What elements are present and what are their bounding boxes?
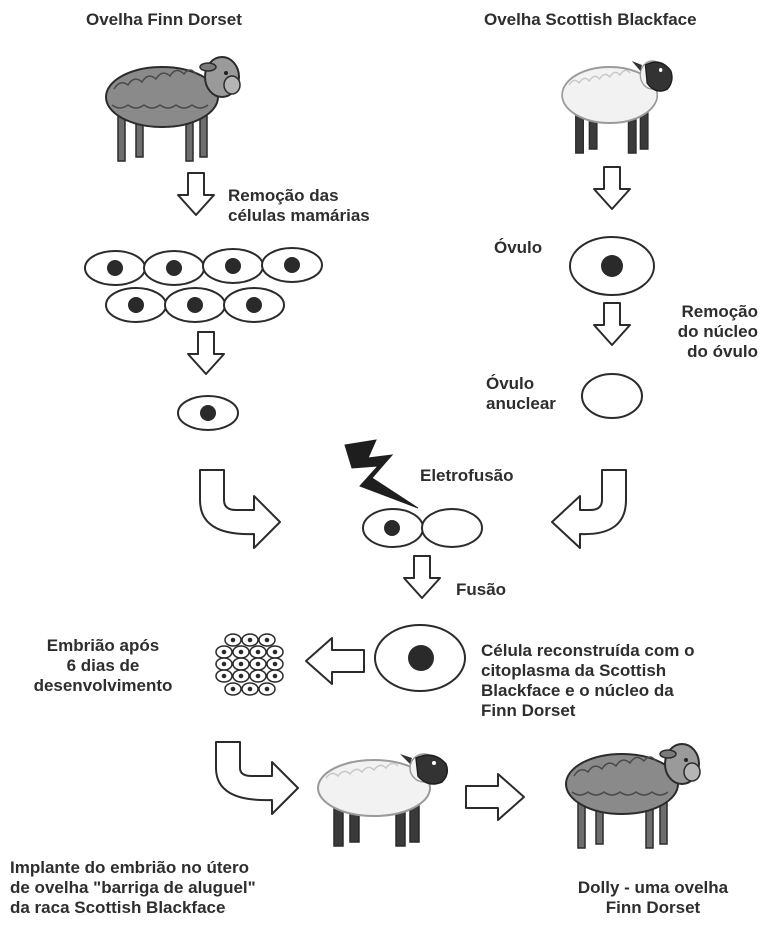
arrow-down-fusion (403, 555, 441, 599)
single-mammary-cell (177, 395, 239, 431)
mammary-cells-cluster (84, 247, 323, 323)
scottish-blackface-sheep-label: Ovelha Scottish Blackface (484, 10, 697, 29)
enucleated-ovum-label: Óvulo anuclear (486, 374, 556, 413)
curved-arrow-left (199, 469, 281, 549)
arrow-down-left-2 (187, 331, 225, 375)
enucleated-ovum-cell (581, 373, 643, 419)
reconstructed-cell (374, 624, 466, 692)
fusion-label: Fusão (456, 580, 507, 599)
arrow-right-dolly (465, 773, 525, 821)
dolly-label: Dolly - uma ovelha Finn Dorset (577, 878, 729, 917)
embryo-cells (215, 633, 284, 696)
arrow-down-right-1 (593, 166, 631, 210)
embryo-label: Embrião após 6 dias de desenvolvimento (33, 636, 173, 695)
nucleus-removal-label: Remoção do núcleo do óvulo (677, 302, 758, 361)
arrow-down-right-2 (593, 302, 631, 346)
ovum-cell (569, 236, 655, 296)
dolly-sheep-image (565, 743, 701, 849)
finn-dorset-sheep-image (105, 56, 241, 162)
curved-arrow-right (551, 469, 627, 549)
reconstructed-cell-label: Célula reconstruída com o citoplasma da … (481, 641, 695, 720)
fusing-cells (362, 508, 483, 548)
lightning-bolt-icon (344, 439, 419, 509)
arrow-down-left-1 (177, 172, 215, 216)
ovum-label: Óvulo (494, 238, 543, 257)
electrofusion-label: Eletrofusão (420, 466, 514, 485)
finn-dorset-sheep-label: Ovelha Finn Dorset (86, 10, 242, 29)
mammary-cell-removal-label: Remoção das células mamárias (228, 186, 370, 225)
arrow-left-embryo (305, 637, 365, 685)
implant-label: Implante do embrião no útero de ovelha "… (10, 858, 256, 917)
surrogate-sheep-image (317, 753, 449, 847)
curved-arrow-surrogate (215, 741, 299, 815)
scottish-blackface-sheep-image (561, 60, 674, 154)
